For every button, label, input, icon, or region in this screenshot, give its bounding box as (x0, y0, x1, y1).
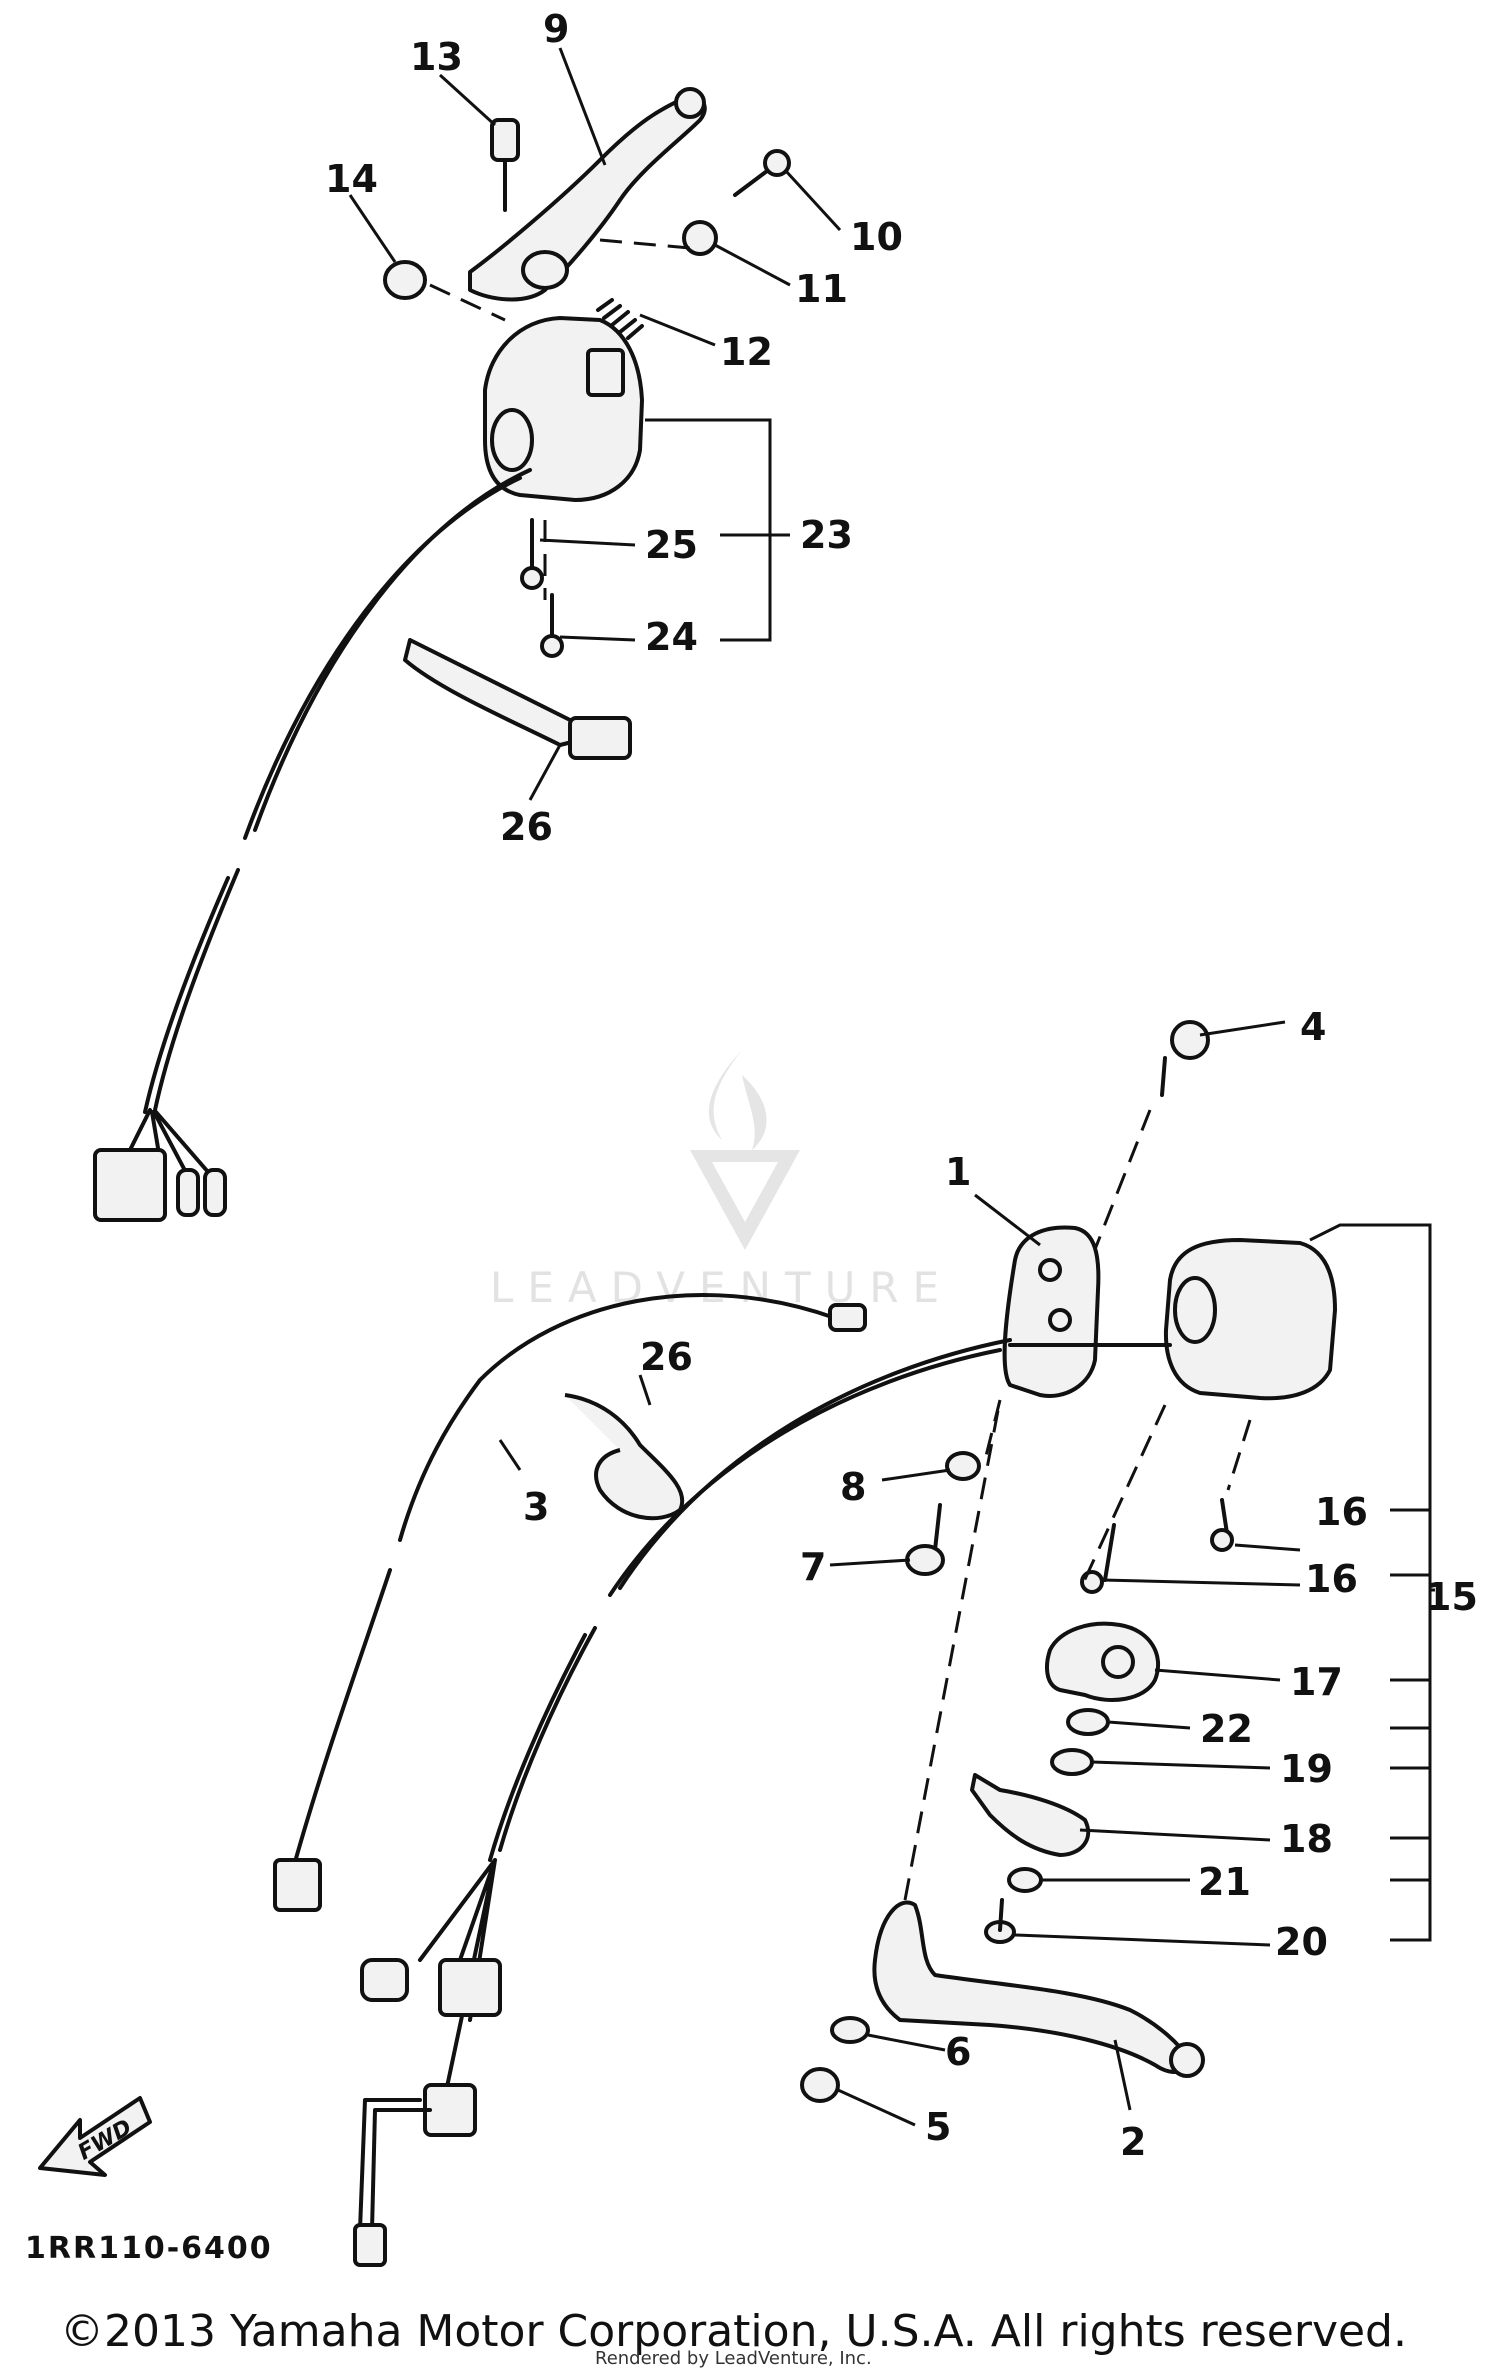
washer-22 (1066, 1708, 1110, 1736)
callout-26-upper: 26 (500, 805, 553, 849)
callout-15: 15 (1425, 1575, 1478, 1619)
wire-harness-upper (153, 468, 532, 1112)
copyright-notice: ©2013 Yamaha Motor Corporation, U.S.A. A… (60, 2306, 1407, 2357)
callout-20: 20 (1275, 1920, 1328, 1964)
right-switch-housing (1163, 1238, 1337, 1401)
v-logo-icon (690, 1150, 800, 1250)
leadventure-watermark: LEADVENTURE (490, 1050, 953, 1312)
callout-labels: 9 13 14 10 11 12 23 25 24 26 4 1 26 3 8 … (325, 7, 1478, 2164)
screw-16a (1210, 1528, 1234, 1552)
callout-10: 10 (850, 215, 903, 259)
nut-11 (682, 220, 718, 256)
callout-4: 4 (1300, 1005, 1326, 1049)
connector-3 (273, 1858, 322, 1912)
screw-24 (540, 634, 564, 658)
lever-tip (674, 87, 706, 119)
lever-pivot (521, 250, 569, 290)
rendered-by-text: Rendered by LeadVenture, Inc. (595, 2348, 872, 2369)
washer-19 (1050, 1748, 1094, 1776)
callout-6: 6 (945, 2030, 971, 2074)
callout-5: 5 (925, 2105, 951, 2149)
upper-switch-assembly (93, 87, 791, 1222)
connector-lower-1 (438, 1958, 502, 2017)
fwd-direction-arrow: FWD (38, 2096, 152, 2177)
callout-25: 25 (645, 523, 698, 567)
bolt-7 (905, 1544, 945, 1576)
callout-1: 1 (945, 1150, 971, 1194)
cable-tie-lower (564, 1393, 685, 1521)
callout-21: 21 (1198, 1860, 1251, 1904)
cap-5 (800, 2067, 840, 2103)
callout-3: 3 (523, 1485, 549, 1529)
callout-12: 12 (720, 330, 773, 374)
watermark-text: LEADVENTURE (490, 1263, 953, 1312)
callout-17: 17 (1290, 1660, 1343, 1704)
callout-11: 11 (795, 267, 848, 311)
tie-head (568, 716, 632, 760)
callout-2: 2 (1120, 2120, 1146, 2164)
bullet-terminal-3 (360, 1958, 409, 2002)
screw-16b (1080, 1570, 1104, 1594)
callout-13: 13 (410, 35, 463, 79)
switch-button (586, 348, 625, 397)
brake-lever (872, 1900, 1192, 2074)
connector-lower-2 (423, 2083, 477, 2137)
callout-7: 7 (800, 1545, 826, 1589)
callout-18: 18 (1280, 1817, 1333, 1861)
nut-21 (1007, 1867, 1043, 1893)
bolt-4 (1170, 1020, 1210, 1060)
cable-end (828, 1303, 867, 1332)
callout-26-lower: 26 (640, 1335, 693, 1379)
fwd-arrow-icon (38, 2096, 152, 2177)
cap-14 (383, 260, 427, 300)
callout-23: 23 (800, 513, 853, 557)
callout-9: 9 (543, 7, 569, 51)
callout-16a: 16 (1315, 1490, 1368, 1534)
washer-6 (830, 2016, 870, 2044)
wire-harness-lower (488, 1348, 1002, 1862)
flame-logo-icon (708, 1050, 767, 1150)
bolt-13 (490, 118, 520, 162)
lever-2-tip (1169, 2042, 1205, 2078)
nut-8 (945, 1451, 981, 1481)
callout-8: 8 (840, 1465, 866, 1509)
bullet-terminal-1 (176, 1168, 200, 1217)
callout-24: 24 (645, 615, 698, 659)
screw-25 (520, 566, 544, 590)
bolt-10 (763, 149, 791, 177)
callout-14: 14 (325, 157, 378, 201)
callout-16b: 16 (1305, 1557, 1358, 1601)
grip-hole (490, 408, 534, 472)
diagram-code: 1RR110-6400 (25, 2231, 273, 2266)
adjuster-18 (970, 1773, 1091, 1857)
lower-switch-assembly (273, 1020, 1337, 2267)
spring-12 (596, 298, 644, 340)
connector-upper (93, 1148, 167, 1222)
throttle-cable (288, 1293, 837, 1882)
callout-22: 22 (1200, 1707, 1253, 1751)
bullet-terminal-4 (353, 2223, 387, 2267)
bullet-terminal-2 (203, 1168, 227, 1217)
callout-19: 19 (1280, 1747, 1333, 1791)
leader-lines (348, 47, 1435, 2127)
